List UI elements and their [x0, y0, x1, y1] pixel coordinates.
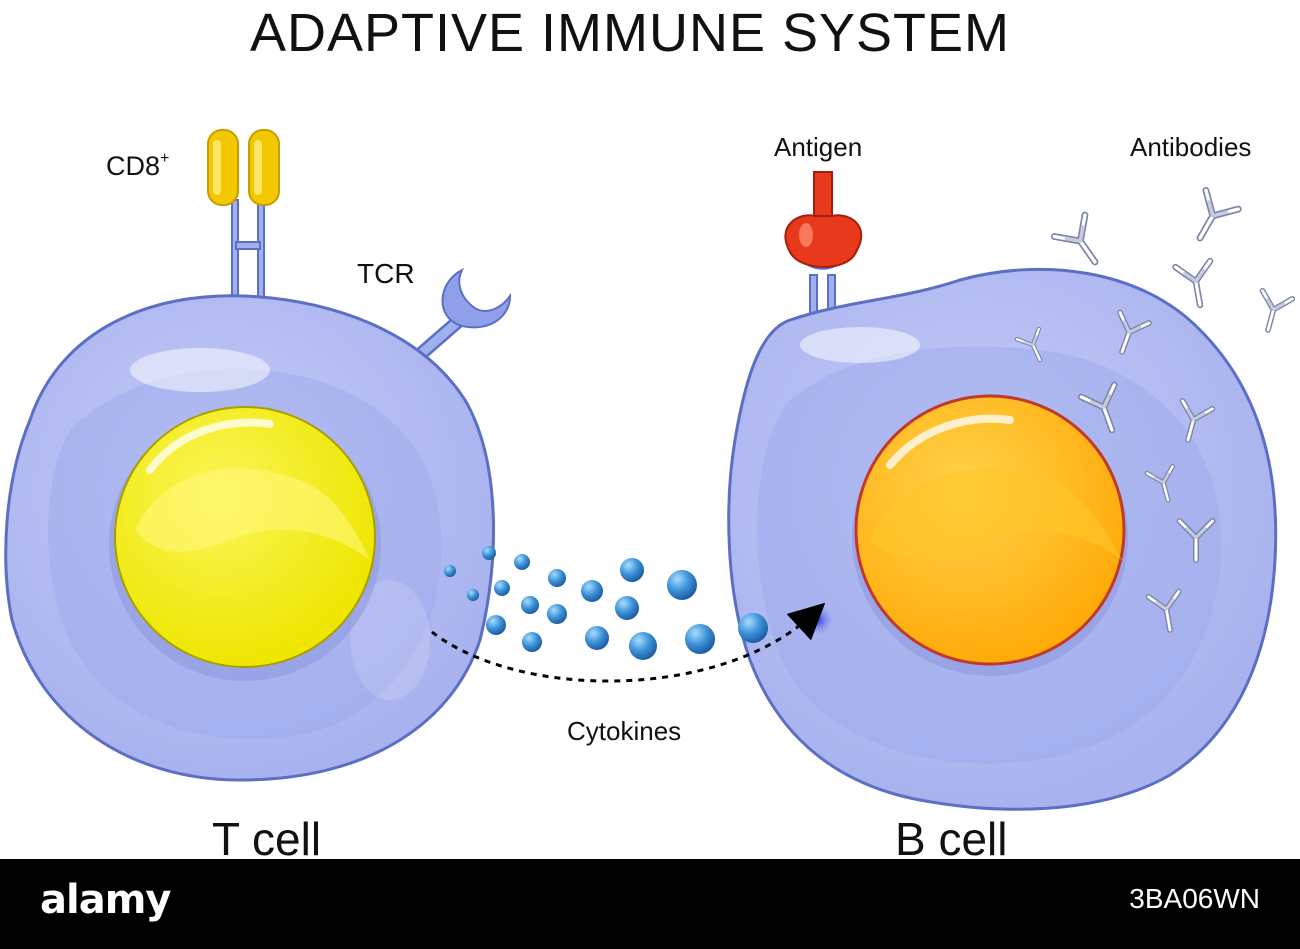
antibodies-label: Antibodies	[1130, 132, 1252, 162]
b-cell-label: B cell	[895, 813, 1008, 865]
diagram-title: ADAPTIVE IMMUNE SYSTEM	[249, 3, 1011, 63]
diagram-canvas	[4, 129, 1300, 811]
t-cell-label: T cell	[212, 813, 322, 865]
cd8-label: CD8+	[106, 150, 169, 182]
tcr-label: TCR	[357, 258, 415, 289]
antigen-marker	[784, 171, 863, 268]
cd8-receptor	[207, 129, 280, 301]
watermark-footer: alamy 3BA06WN	[0, 859, 1300, 949]
cd8-label-superscript: +	[160, 150, 170, 167]
alamy-logo: alamy	[40, 877, 171, 923]
cytokines-label: Cytokines	[567, 716, 682, 746]
t-cell-nucleus	[109, 406, 381, 681]
cd8-label-base: CD8	[106, 151, 161, 181]
cytokine-droplets	[444, 546, 768, 660]
image-code: 3BA06WN	[1129, 883, 1260, 914]
antigen-label: Antigen	[774, 132, 863, 162]
b-cell-nucleus	[852, 394, 1128, 676]
cytokine-arrow	[431, 602, 826, 683]
